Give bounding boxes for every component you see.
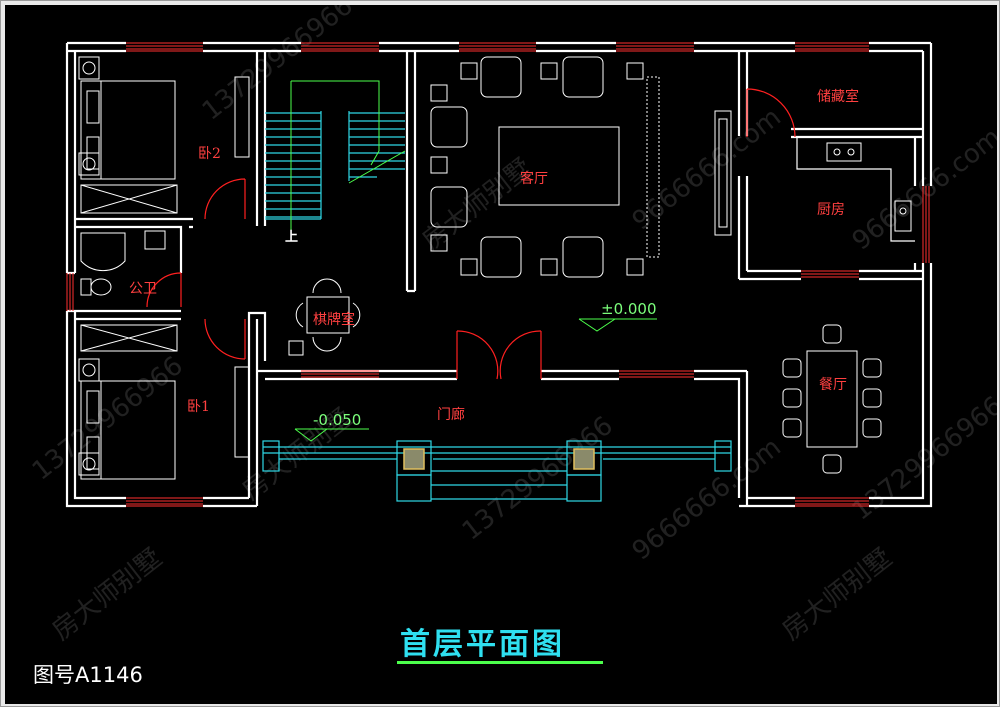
staircase (265, 80, 406, 231)
bathroom-fixtures (80, 230, 166, 296)
room-label-storage: 储藏室 (817, 88, 859, 105)
elevation-porch: -0.050 (313, 411, 361, 429)
room-label-bedroom1: 卧1 (187, 399, 210, 415)
walls (65, 41, 933, 508)
column (573, 448, 595, 470)
cad-canvas: 13729966966 房大师别墅 9666666.com 9666666.co… (5, 5, 997, 704)
drawing-title: 首层平面图 (400, 627, 565, 662)
watermark: 13729966966 (457, 411, 619, 547)
dining-furniture (782, 324, 882, 474)
watermark: 13729966966 (197, 5, 359, 127)
room-label-living: 客厅 (520, 170, 548, 187)
room-label-porch: 门廊 (437, 406, 465, 423)
column (403, 448, 425, 470)
elevation-markers (294, 318, 657, 442)
bedroom2-furniture (78, 56, 250, 214)
floor-plan: 13729966966 房大师别墅 9666666.com 9666666.co… (27, 5, 997, 647)
elevation-main: ±0.000 (601, 300, 657, 318)
stair-up-label: 上 (285, 230, 298, 245)
kitchen-fixtures (826, 142, 912, 232)
porch-railing (262, 440, 732, 502)
watermark: 房大师别墅 (777, 543, 898, 647)
windows (66, 42, 930, 507)
drawing-number: 图号A1146 (33, 663, 143, 687)
room-label-mahjong: 棋牌室 (313, 311, 355, 328)
room-label-bedroom2: 卧2 (198, 146, 221, 162)
watermark: 13729966966 (27, 351, 189, 487)
room-label-public-bath: 公卫 (129, 281, 157, 297)
room-label-kitchen: 厨房 (817, 202, 845, 218)
room-label-dining: 餐厅 (819, 377, 847, 393)
title-underline (397, 661, 603, 664)
watermark: 9666666.com (627, 102, 787, 236)
living-room-furniture (430, 56, 732, 278)
mahjong-furniture (288, 278, 361, 356)
watermark: 房大师别墅 (47, 543, 168, 647)
doors (146, 88, 796, 380)
bedroom1-furniture (78, 324, 250, 480)
